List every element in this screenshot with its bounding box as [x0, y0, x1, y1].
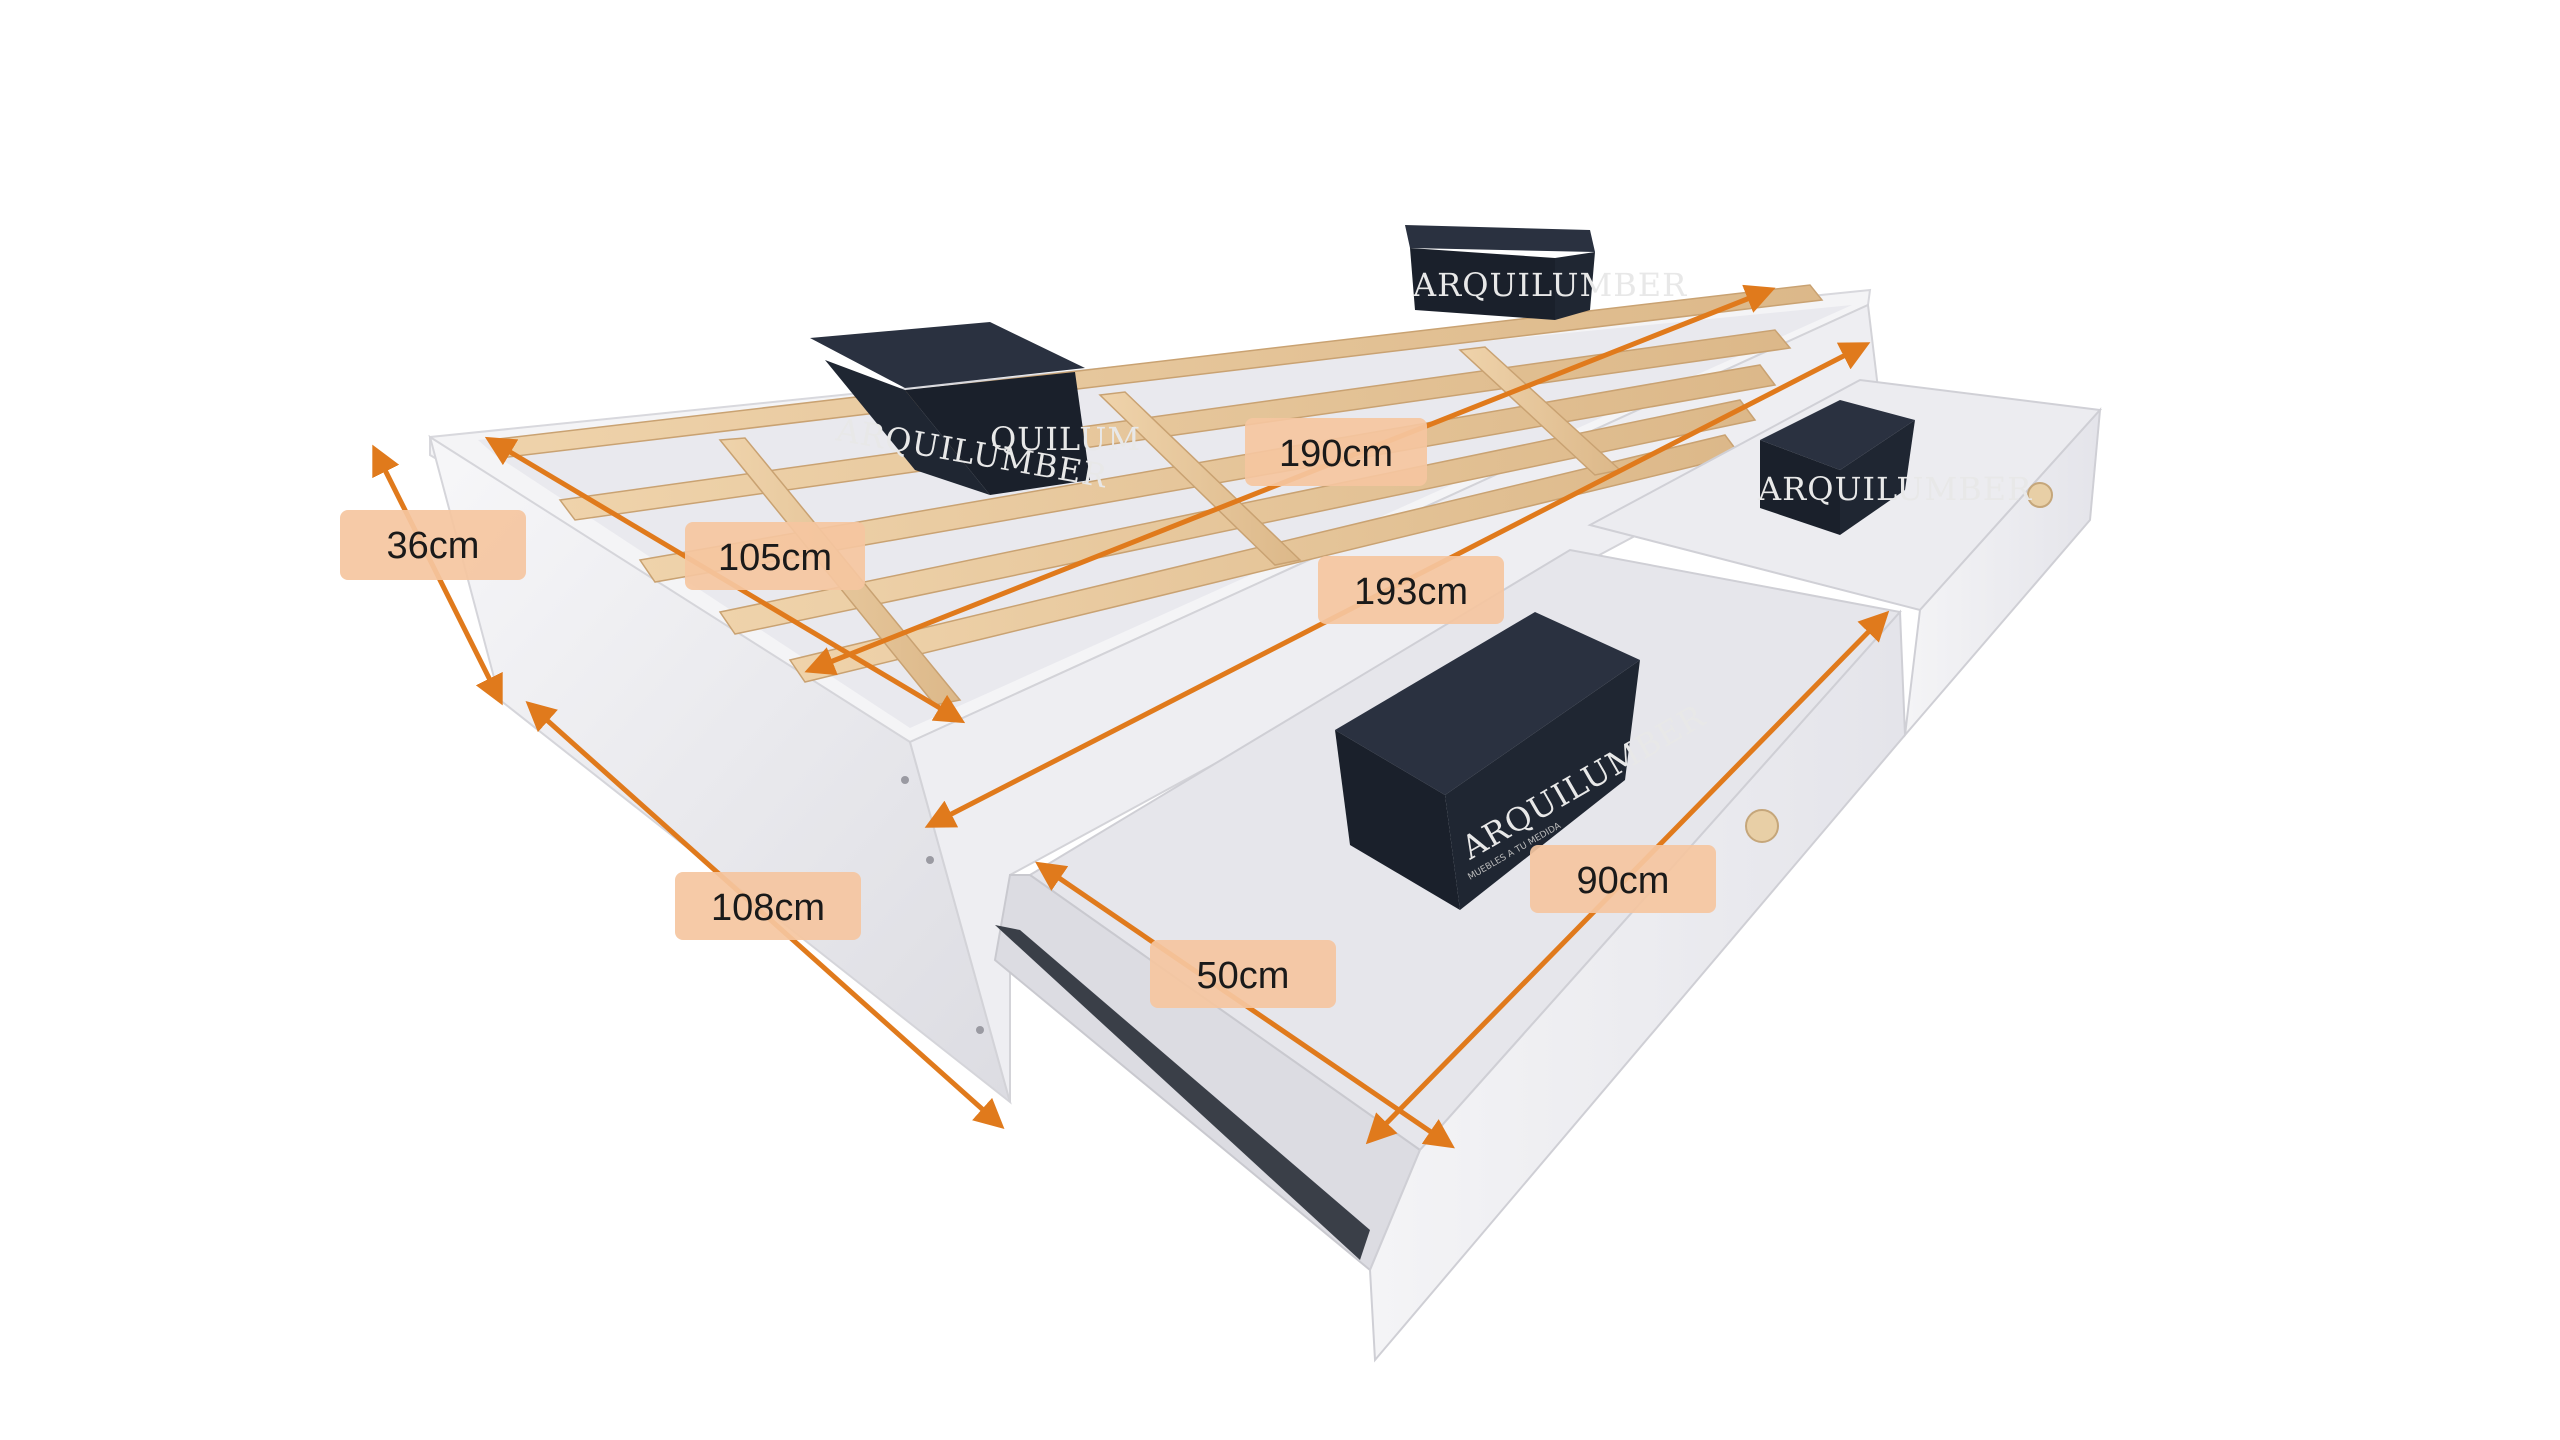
label-text: 90cm [1577, 860, 1670, 902]
box-lid [1405, 225, 1595, 252]
label-box [1245, 418, 1427, 486]
label-box [1530, 845, 1716, 913]
label-text: 190cm [1279, 433, 1393, 475]
drawer-left-knob[interactable] [1745, 809, 1779, 843]
box-logo-text: ARQUILUMBER [1757, 470, 2032, 508]
label-box [340, 510, 526, 580]
label-90cm: 90cm [1530, 845, 1716, 913]
drawer-right-knob[interactable] [2027, 482, 2053, 508]
label-108cm: 108cm [675, 872, 861, 940]
label-105cm: 105cm [685, 522, 865, 590]
label-text: 193cm [1354, 571, 1468, 613]
screw-dot [976, 1026, 984, 1034]
label-text: 108cm [711, 887, 825, 929]
label-36cm: 36cm [340, 510, 526, 580]
label-193cm: 193cm [1318, 556, 1504, 624]
label-box [685, 522, 865, 590]
label-box [675, 872, 861, 940]
screw-dot [901, 776, 909, 784]
screw-dot [926, 856, 934, 864]
box-logo-text: ARQUILUMBER [1412, 266, 1687, 304]
label-box [1150, 940, 1336, 1008]
label-text: 36cm [387, 525, 480, 567]
label-50cm: 50cm [1150, 940, 1336, 1008]
label-text: 105cm [718, 537, 832, 579]
label-text: 50cm [1197, 955, 1290, 997]
box-logo-text: QUILUM [990, 420, 1141, 458]
label-box [1318, 556, 1504, 624]
label-190cm: 190cm [1245, 418, 1427, 486]
